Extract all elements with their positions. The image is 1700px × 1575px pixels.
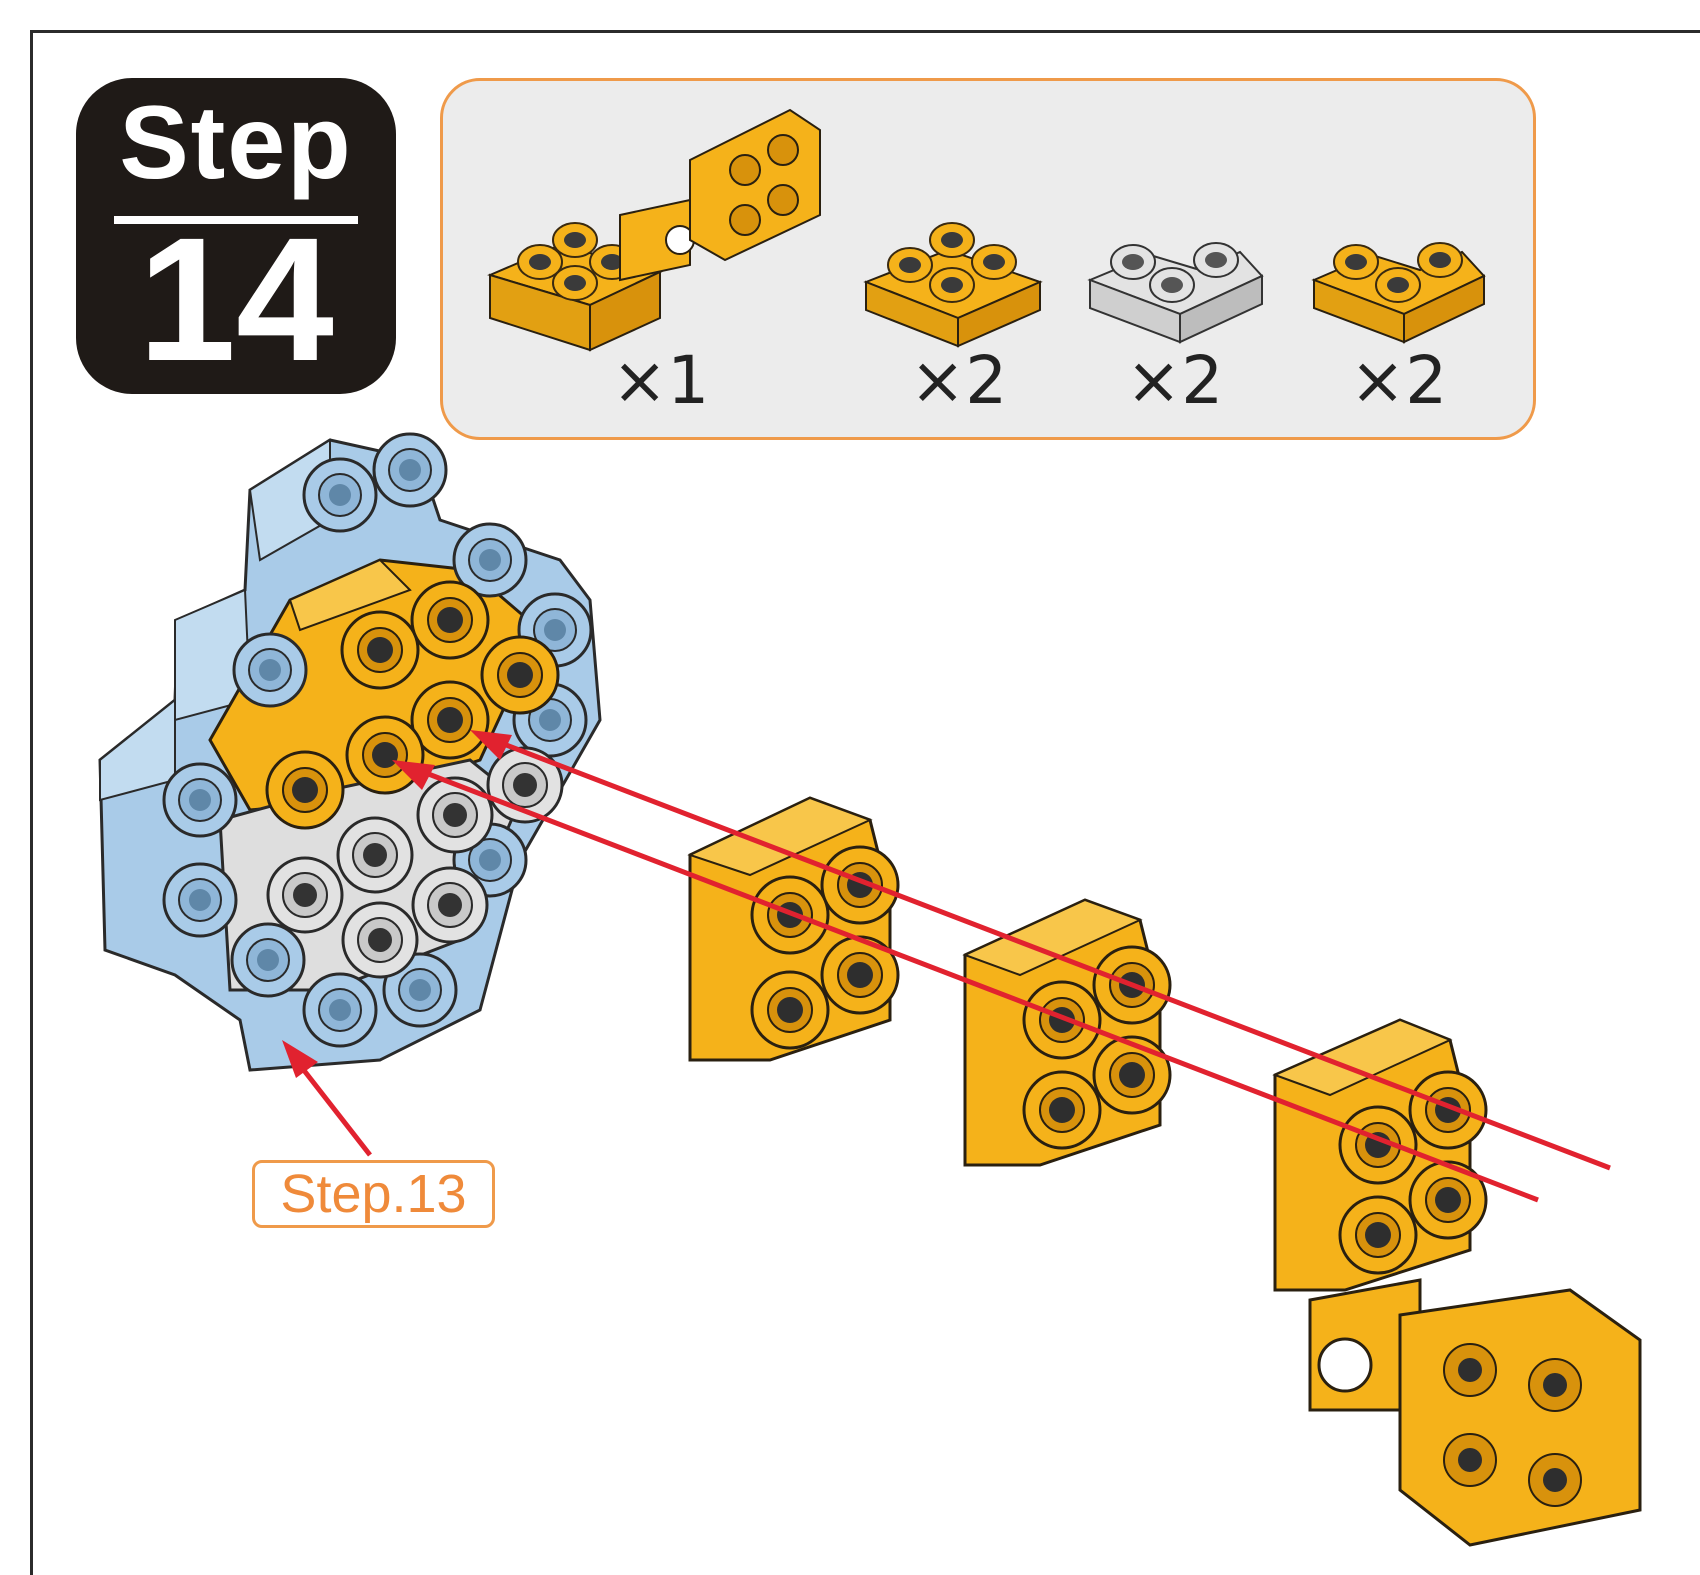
part-icon-white-corner-plate (1087, 242, 1264, 344)
plate-1 (687, 796, 900, 1062)
step-number: 14 (138, 202, 334, 398)
part-quantity-1: ×1 (612, 342, 710, 419)
assembled-model (98, 432, 602, 1072)
part-icon-orange-corner-plate (1311, 242, 1486, 344)
part-icon-orange-2x2-plate (863, 222, 1043, 348)
part-quantity-4: ×2 (1350, 342, 1448, 419)
plate-2 (962, 898, 1172, 1167)
part-icon-hinge-plate (487, 108, 821, 352)
step-divider (114, 216, 358, 224)
reference-step-label: Step.13 (252, 1160, 495, 1228)
step-word: Step (119, 85, 353, 201)
assembly-arrows (282, 730, 1611, 1203)
page-frame (30, 30, 1700, 1575)
part-quantity-3: ×2 (1126, 342, 1224, 419)
hinge-plate (1272, 1018, 1642, 1547)
part-quantity-2: ×2 (910, 342, 1008, 419)
step-badge: Step 14 (76, 78, 396, 394)
